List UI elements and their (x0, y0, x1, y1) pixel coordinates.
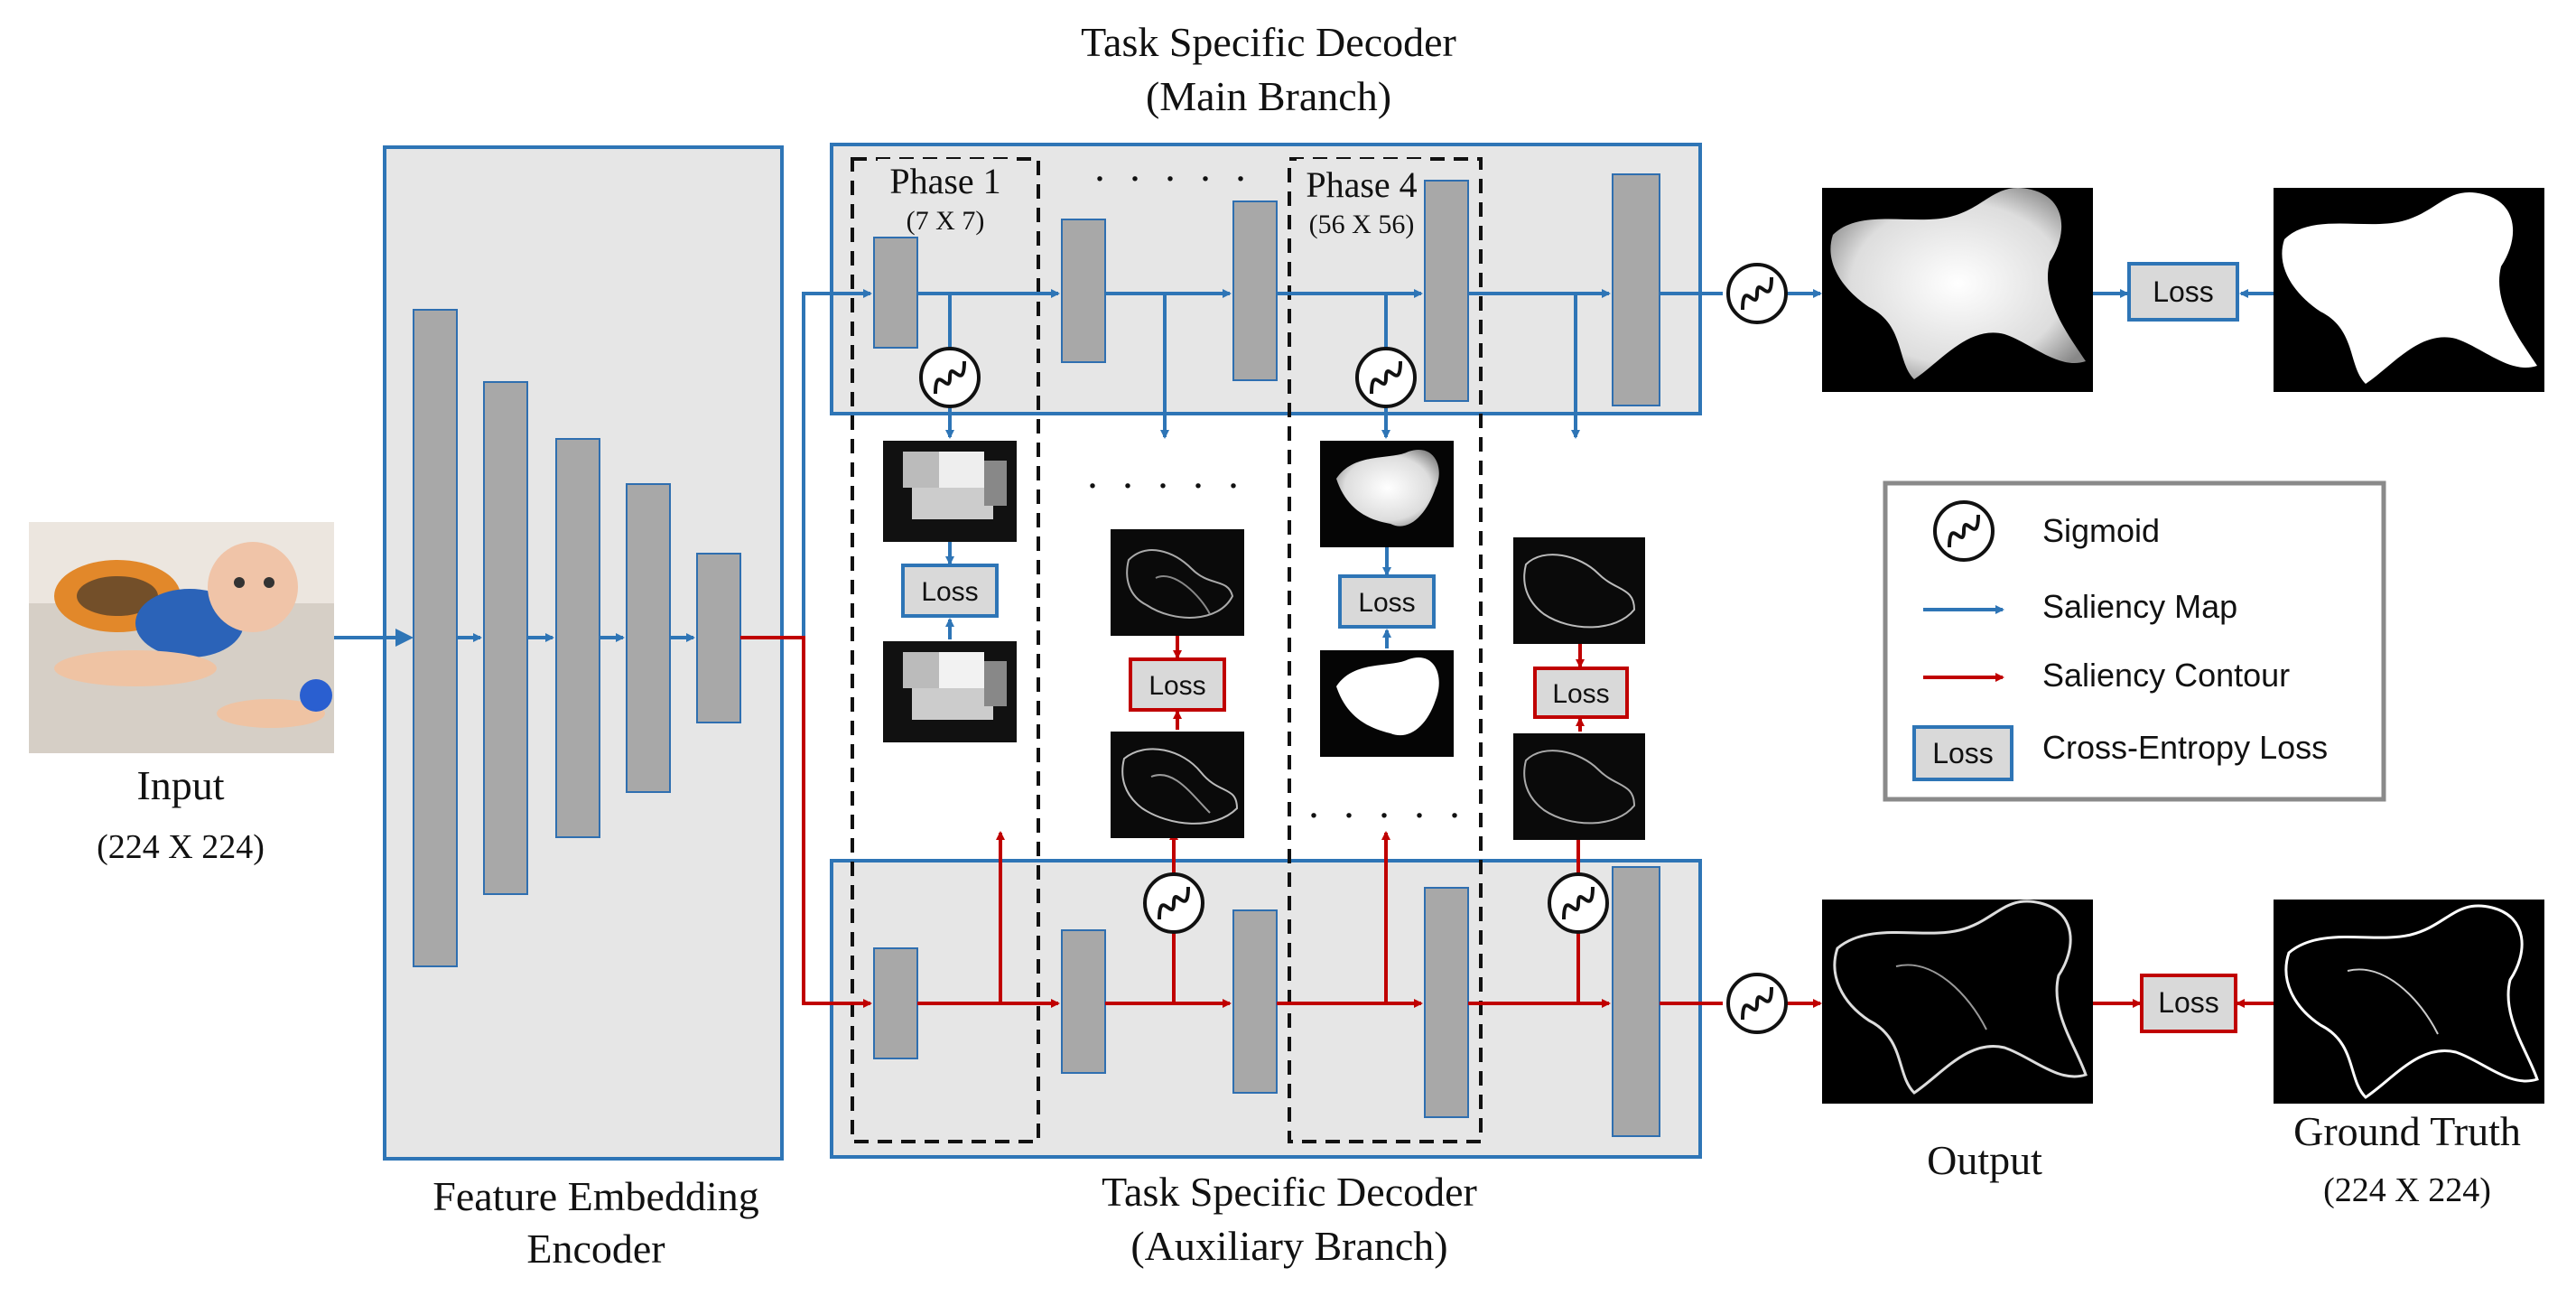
main-branch-title-line1: Task Specific Decoder (1081, 19, 1456, 65)
main-block-1 (873, 237, 918, 349)
sigmoid-icon (1355, 347, 1417, 408)
aux-loss-label: Loss (2158, 986, 2219, 1019)
middle-ellipsis-top: . . . . . (1087, 451, 1246, 497)
phase4-label: Phase 4 (1306, 164, 1417, 205)
main-loss-box (2127, 262, 2239, 322)
baby-photo (29, 522, 334, 753)
encoder-layer-2 (483, 381, 528, 895)
main-output-saliency-image (1822, 187, 2093, 392)
saliency-map-image (883, 441, 1017, 542)
phase1-loss-box (901, 564, 999, 618)
aux-output-contour-image (1822, 900, 2093, 1104)
main-block-2 (1061, 219, 1106, 363)
main-branch-title-line2: (Main Branch) (1146, 73, 1391, 119)
main-loss-label: Loss (2153, 275, 2214, 308)
middle-loss-label: Loss (1149, 671, 1205, 701)
aux-loss-box (2140, 974, 2237, 1033)
saliency-map-image (1320, 441, 1454, 547)
ground-truth-label: Ground Truth (2293, 1108, 2521, 1154)
phase1-loss-label: Loss (921, 577, 978, 607)
encoder-to-aux-arrow (740, 636, 872, 1008)
legend-saliency-contour-label: Saliency Contour (2042, 657, 2290, 694)
saliency-contour-image (1111, 529, 1244, 636)
aux-ground-truth-image (2274, 900, 2544, 1104)
aux-block-4 (1424, 887, 1469, 1118)
aux-block-1 (873, 947, 918, 1059)
aux-block-5 (1612, 866, 1660, 1137)
phase4-label-bg (1297, 159, 1430, 246)
input-size: (224 X 224) (97, 828, 265, 866)
saliency-map-image (883, 641, 1017, 742)
sigmoid-icon (1548, 872, 1609, 934)
saliency-contour-image (1513, 537, 1645, 644)
aux-block-2 (1061, 929, 1106, 1074)
last-loss-label: Loss (1552, 679, 1609, 709)
main-ground-truth-image (2274, 188, 2544, 392)
encoder-title-line2: Encoder (526, 1226, 665, 1272)
sigmoid-icon (919, 347, 981, 408)
phase4-loss-box (1338, 574, 1436, 629)
legend-cross-entropy-label: Cross-Entropy Loss (2042, 729, 2328, 766)
main-block-3 (1232, 200, 1278, 381)
aux-branch-title-line2: (Auxiliary Branch) (1130, 1223, 1447, 1269)
sigmoid-icon (1143, 872, 1204, 934)
phase1-size: (7 X 7) (907, 206, 985, 236)
saliency-contour-image (1513, 733, 1645, 840)
phase1-box (851, 157, 1040, 1143)
phase1-label-bg (878, 159, 1013, 244)
encoder-layer-3 (555, 438, 600, 838)
legend-sigmoid-label: Sigmoid (2042, 512, 2160, 549)
saliency-map-image (1320, 650, 1454, 757)
legend-saliency-map-label: Saliency Map (2042, 588, 2237, 625)
main-ellipsis: . . . . . (1094, 144, 1253, 190)
phase4-loss-label: Loss (1358, 588, 1415, 618)
main-block-4 (1424, 180, 1469, 402)
encoder-layer-4 (626, 483, 671, 793)
legend-loss-label: Loss (1932, 737, 1994, 769)
output-label: Output (1927, 1137, 2042, 1183)
phase4-size: (56 X 56) (1309, 210, 1415, 239)
aux-block-3 (1232, 909, 1278, 1094)
legend-loss-box (1912, 725, 2013, 781)
main-block-5 (1612, 173, 1660, 406)
sigmoid-icon (1726, 973, 1788, 1034)
encoder-layer-5 (696, 553, 741, 723)
encoder-layer-1 (413, 309, 458, 967)
encoder-title-line1: Feature Embedding (432, 1173, 759, 1219)
sigmoid-icon (1726, 263, 1788, 324)
sigmoid-icon (1933, 500, 1995, 562)
last-loss-box (1533, 667, 1629, 719)
input-label: Input (136, 762, 224, 808)
middle-ellipsis-bottom: . . . . . (1308, 780, 1467, 826)
ground-truth-size: (224 X 224) (2323, 1171, 2491, 1209)
saliency-contour-image (1111, 732, 1244, 838)
aux-branch-title-line1: Task Specific Decoder (1102, 1169, 1477, 1215)
phase1-label: Phase 1 (889, 161, 1000, 201)
middle-loss-box (1129, 657, 1226, 712)
